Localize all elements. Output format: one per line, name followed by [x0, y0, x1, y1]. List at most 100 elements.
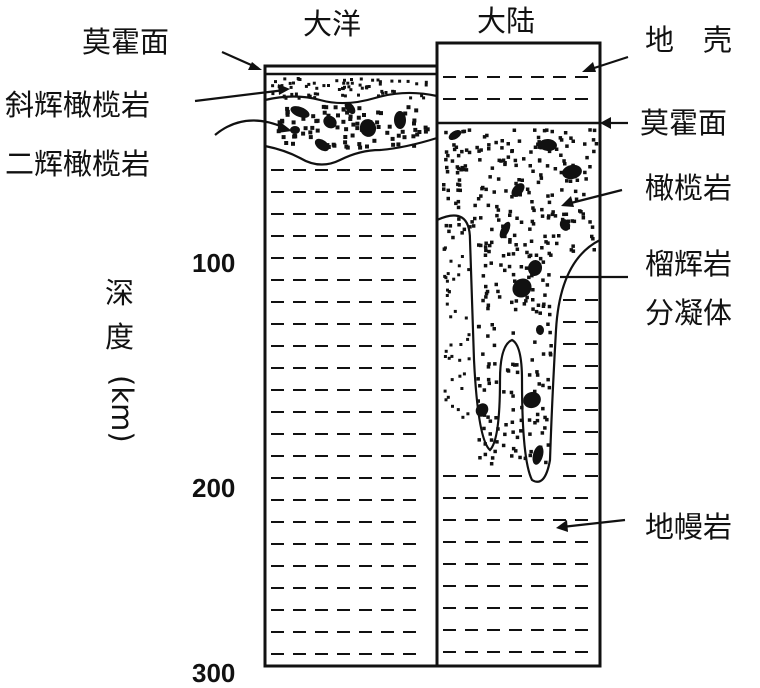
peridotite-dot: [303, 126, 308, 131]
peridotite-dot: [562, 159, 566, 163]
peridotite-dot: [471, 224, 476, 228]
peridotite-dot: [285, 106, 290, 111]
peridotite-dot: [360, 86, 364, 90]
peridotite-dot: [327, 84, 330, 87]
peridotite-dot: [541, 406, 545, 411]
peridotite-dot: [514, 299, 519, 303]
peridotite-dot: [464, 316, 468, 320]
peridotite-dot: [514, 449, 518, 453]
garnet-blob: [535, 325, 545, 335]
peridotite-dot: [528, 453, 532, 458]
peridotite-dot: [477, 438, 481, 442]
peridotite-dot: [456, 199, 461, 204]
arrow-plagioclase: [194, 88, 286, 103]
peridotite-dot: [445, 302, 449, 306]
peridotite-dot: [504, 423, 508, 427]
peridotite-dot: [333, 105, 338, 110]
peridotite-dot: [467, 357, 471, 361]
peridotite-dot: [477, 243, 481, 247]
peridotite-dot: [535, 418, 540, 423]
peridotite-dot: [493, 362, 497, 366]
peridotite-dot: [479, 216, 483, 220]
peridotite-dot: [343, 94, 347, 98]
peridotite-dot: [456, 188, 460, 192]
peridotite-dot: [307, 93, 311, 97]
peridotite-dot: [542, 128, 547, 133]
peridotite-dot: [483, 245, 488, 249]
peridotite-dot: [423, 125, 428, 130]
peridotite-dot: [449, 259, 453, 263]
peridotite-dot: [478, 384, 482, 388]
peridotite-dot: [371, 78, 375, 82]
peridotite-dot: [489, 438, 494, 442]
peridotite-dot: [531, 307, 535, 311]
peridotite-dot: [301, 131, 306, 136]
peridotite-dot: [511, 362, 515, 367]
peridotite-dot: [467, 128, 472, 132]
peridotite-dot: [578, 209, 582, 213]
peridotite-dot: [545, 417, 549, 422]
peridotite-dot: [584, 177, 588, 181]
peridotite-dot: [547, 214, 551, 218]
peridotite-dot: [547, 149, 552, 154]
peridotite-dot: [501, 254, 506, 258]
peridotite-dot: [475, 145, 479, 150]
peridotite-dot: [555, 241, 559, 246]
peridotite-dot: [524, 266, 529, 270]
arrow-pyroxene-head: [277, 121, 292, 133]
peridotite-dot: [511, 408, 515, 412]
peridotite-dot: [492, 190, 496, 194]
peridotite-dot: [457, 217, 461, 221]
peridotite-dot: [457, 178, 462, 182]
peridotite-dot: [515, 216, 519, 220]
peridotite-dot: [289, 85, 293, 89]
peridotite-dot: [459, 343, 463, 346]
peridotite-dot: [307, 82, 311, 86]
peridotite-dot: [452, 143, 456, 147]
peridotite-dot: [565, 144, 569, 148]
peridotite-dot: [520, 405, 524, 410]
peridotite-dot: [515, 247, 520, 251]
peridotite-dot: [411, 134, 416, 139]
garnet-blob: [523, 391, 541, 409]
peridotite-dot: [403, 111, 408, 116]
peridotite-dot: [486, 306, 490, 311]
peridotite-dot: [541, 352, 546, 356]
peridotite-dot: [514, 181, 518, 186]
garnet-blob: [539, 138, 557, 152]
peridotite-dot: [510, 420, 515, 424]
peridotite-dot: [569, 248, 574, 252]
peridotite-dot: [547, 385, 552, 390]
peridotite-dot: [457, 183, 462, 187]
peridotite-dot: [515, 435, 520, 440]
peridotite-dot: [518, 193, 522, 197]
peridotite-dot: [457, 223, 461, 227]
peridotite-dot: [527, 275, 531, 280]
arrow-pyroxene: [214, 119, 286, 136]
peridotite-dot: [444, 349, 448, 353]
peridotite-dot: [508, 213, 512, 217]
peridotite-dot: [531, 288, 535, 292]
peridotite-dot: [458, 374, 462, 378]
peridotite-dot: [530, 273, 534, 278]
peridotite-dot: [507, 264, 512, 269]
peridotite-dot: [486, 365, 491, 369]
peridotite-dot: [510, 300, 514, 305]
peridotite-dot: [518, 455, 522, 460]
peridotite-dot: [511, 430, 515, 434]
peridotite-dot: [460, 231, 464, 235]
peridotite-dot: [342, 81, 346, 85]
peridotite-dot: [313, 96, 317, 100]
peridotite-dot: [533, 389, 537, 394]
peridotite-dot: [322, 110, 327, 115]
peridotite-dot: [336, 113, 340, 118]
peridotite-dot: [558, 136, 563, 140]
peridotite-dot: [296, 77, 300, 80]
peridotite-dot: [545, 283, 550, 287]
peridotite-dot: [550, 212, 555, 217]
peridotite-dot: [358, 83, 362, 87]
peridotite-dot: [324, 105, 329, 110]
peridotite-dot: [444, 223, 449, 228]
peridotite-dot: [444, 130, 448, 135]
peridotite-dot: [350, 81, 354, 85]
